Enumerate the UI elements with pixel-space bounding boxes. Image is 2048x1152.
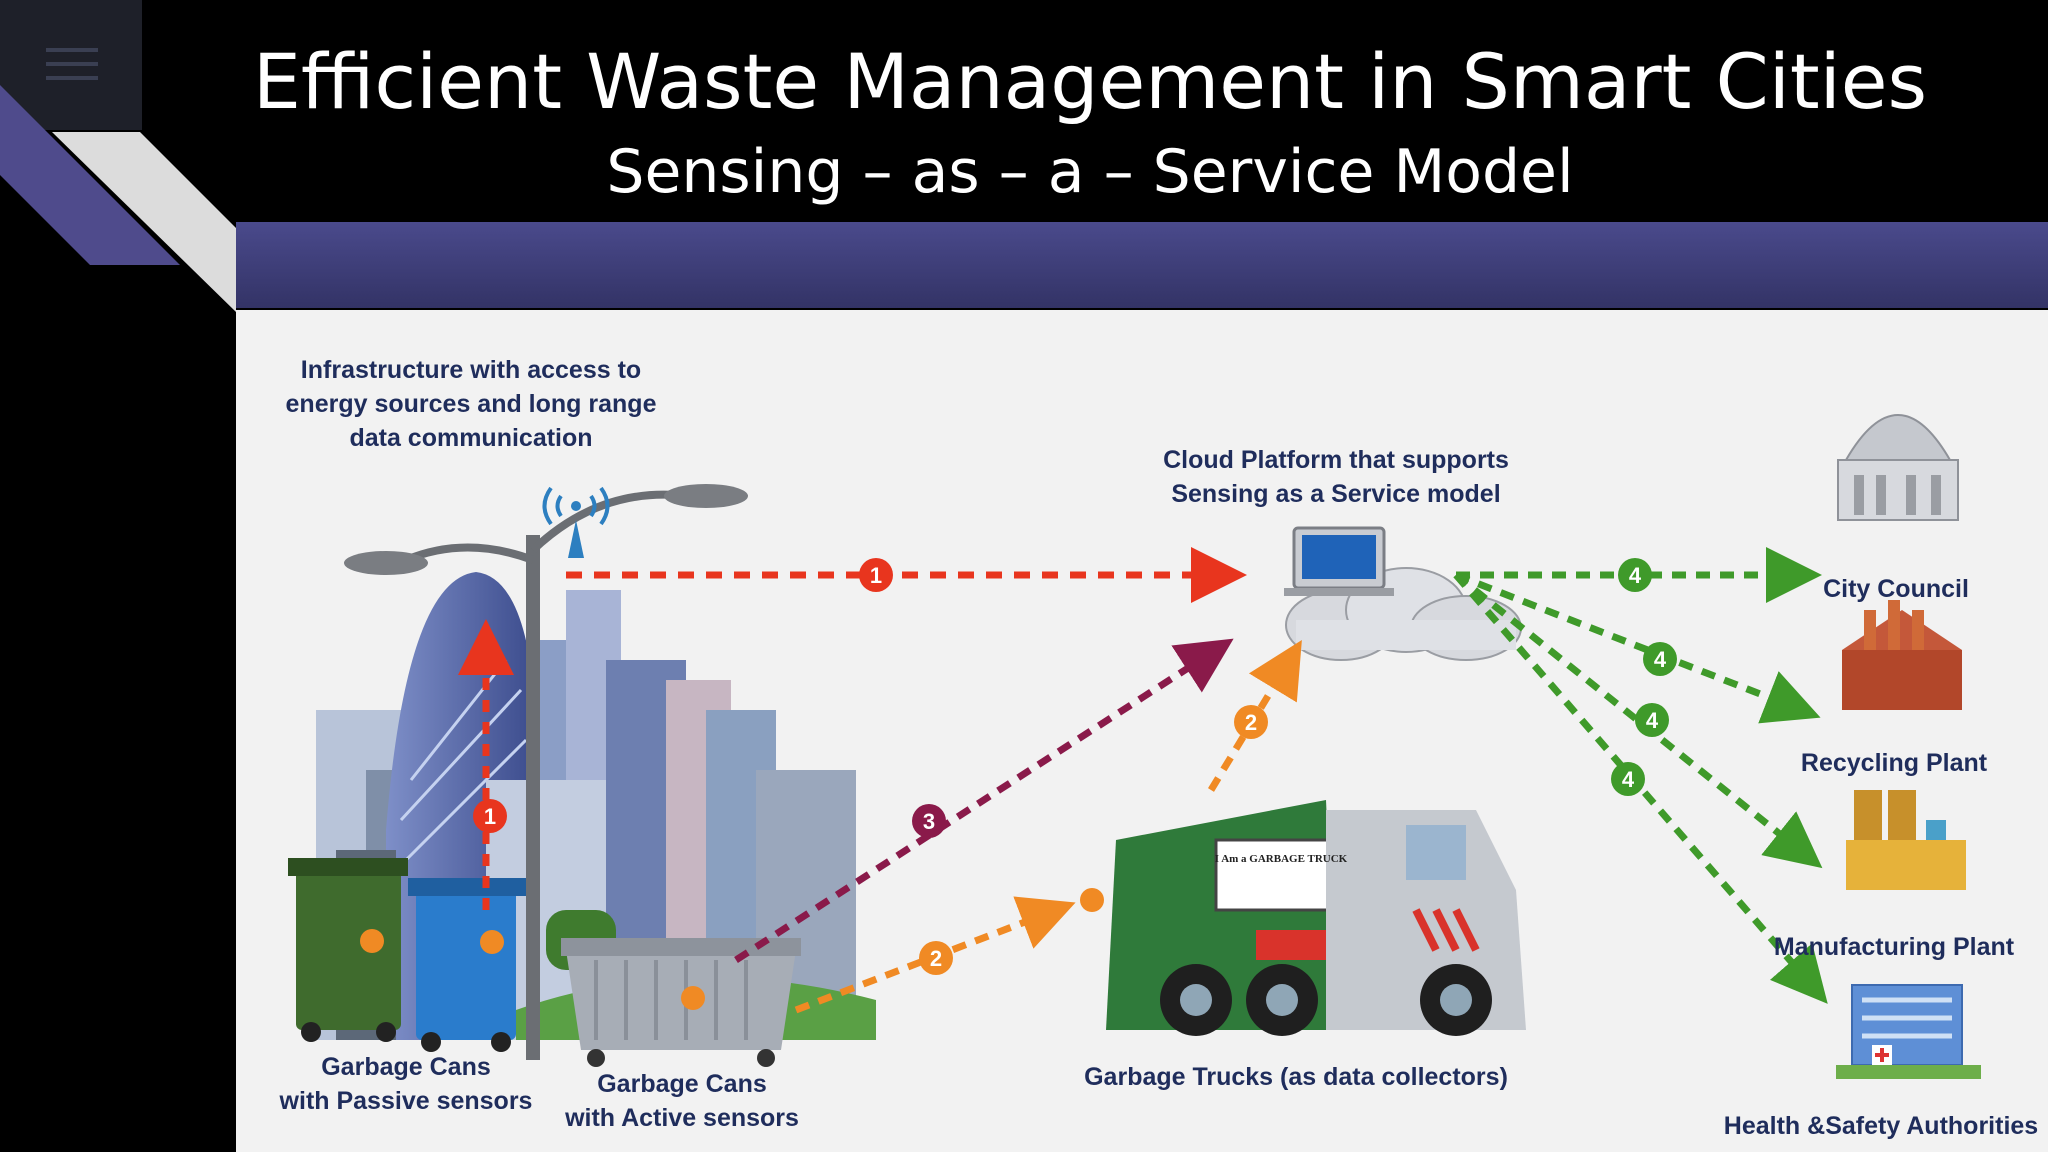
step-badge-4-health: 4 <box>1611 762 1645 796</box>
arrow-step4-to-recycling-plant <box>1454 571 1821 724</box>
svg-text:1: 1 <box>870 563 882 588</box>
svg-text:1: 1 <box>484 804 496 829</box>
slide-subtitle: Sensing – as – a – Service Model <box>606 137 1574 207</box>
recycling-plant-icon <box>1842 600 1962 710</box>
cloud-platform-label: Cloud Platform that supports Sensing as … <box>1163 446 1509 508</box>
infrastructure-label: Infrastructure with access to energy sou… <box>285 356 657 452</box>
decorative-stripes <box>0 85 236 312</box>
health-safety-authorities-icon <box>1836 984 1981 1079</box>
step-badge-4-recycling: 4 <box>1643 642 1677 676</box>
street-lamp <box>344 484 748 1060</box>
diagram-canvas: I Am a GARBAGE TRUCK <box>288 414 1981 1079</box>
garbage-trucks-label: Garbage Trucks (as data collectors) <box>1084 1063 1508 1091</box>
svg-text:2: 2 <box>1245 710 1257 735</box>
blue-garbage-can <box>408 878 526 1052</box>
city-council-icon <box>1837 414 1959 521</box>
consumer-recycling-plant: Recycling Plant <box>1800 749 1988 777</box>
green-garbage-can <box>288 858 408 1042</box>
grey-dumpster <box>561 938 801 1067</box>
diagram-panel: I Am a GARBAGE TRUCK <box>236 310 2048 1152</box>
header-band <box>236 222 2048 308</box>
step-badge-2-dumpster: 2 <box>919 941 953 975</box>
garbage-truck-icon <box>1106 800 1526 1036</box>
svg-text:2: 2 <box>930 946 942 971</box>
svg-text:4: 4 <box>1646 708 1659 733</box>
arrow-step4-to-manufacturing-plant <box>1453 572 1823 869</box>
step-badge-4-council: 4 <box>1618 558 1652 592</box>
svg-text:4: 4 <box>1654 647 1667 672</box>
svg-text:4: 4 <box>1629 563 1642 588</box>
consumer-manufacturing-plant: Manufacturing Plant <box>1773 933 2015 961</box>
step-badge-1-vertical: 1 <box>473 799 507 833</box>
menu-button[interactable] <box>0 0 142 130</box>
truck-sign: I Am a GARBAGE TRUCK <box>1215 853 1348 865</box>
passive-cans-label: Garbage Cans with Passive sensors <box>279 1053 533 1115</box>
consumer-city-council: City Council <box>1823 575 1969 603</box>
step-badge-2-truck: 2 <box>1234 705 1268 739</box>
svg-text:3: 3 <box>923 809 935 834</box>
step-badge-1: 1 <box>859 558 893 592</box>
step-badge-4-manufacturing: 4 <box>1635 703 1669 737</box>
svg-text:4: 4 <box>1622 767 1635 792</box>
manufacturing-plant-icon <box>1846 790 1966 890</box>
antenna-icon <box>542 486 610 558</box>
active-cans-label: Garbage Cans with Active sensors <box>565 1070 799 1132</box>
consumer-health-safety-authorities: Health &Safety Authorities <box>1723 1112 2039 1140</box>
sensor-icon-passive <box>360 929 504 954</box>
slide-title: Efficient Waste Management in Smart Citi… <box>252 37 1928 126</box>
cloud-platform-icon <box>1284 526 1522 661</box>
sensor-icon-active <box>681 888 1104 1010</box>
step-badge-3: 3 <box>912 804 946 838</box>
